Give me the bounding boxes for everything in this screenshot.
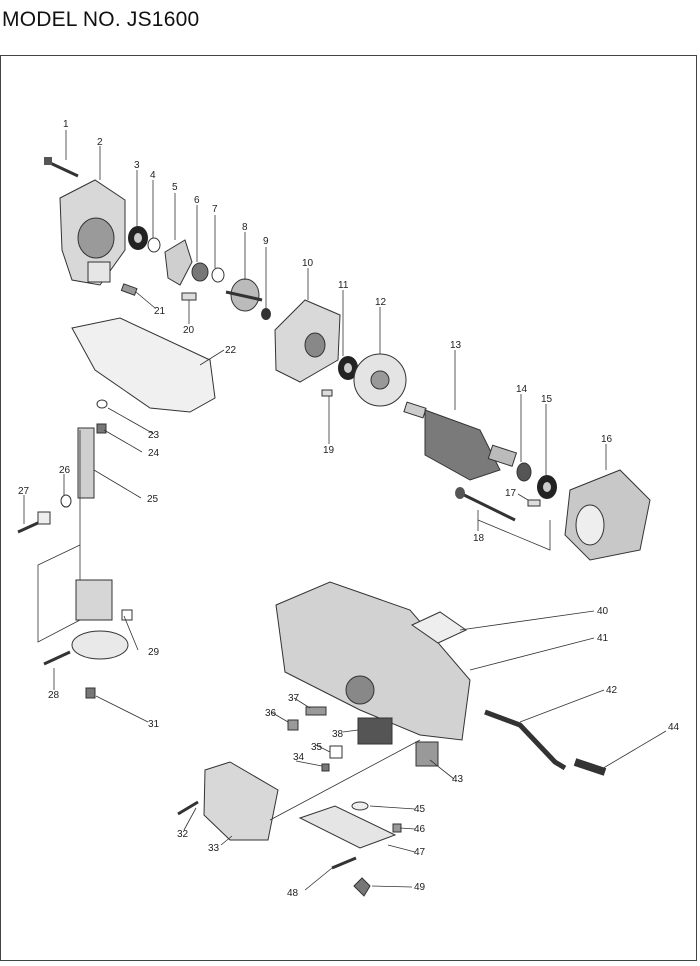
label-8: 8 [242,222,248,233]
part-15-ball-bearing [537,475,557,499]
part-45-washer [351,801,369,811]
label-40: 40 [597,606,609,617]
part-29-blade [71,579,133,660]
label-4: 4 [150,170,156,181]
part-40-label [410,611,468,644]
label-44: 44 [668,722,680,733]
label-12: 12 [375,297,387,308]
part-23-washer [96,399,108,409]
part-43-noise-suppressor [415,741,439,767]
label-35: 35 [311,742,323,753]
label-3: 3 [134,160,140,171]
label-15: 15 [541,394,553,405]
label-6: 6 [194,195,200,206]
part-46-nut [392,823,402,833]
part-36-nut [287,719,299,731]
part-16-field [564,469,651,561]
part-4-washer [147,237,161,253]
label-28: 28 [48,690,60,701]
label-29: 29 [148,647,160,658]
label-31: 31 [148,719,160,730]
part-22-base [71,317,216,413]
label-34: 34 [293,752,305,763]
label-38: 38 [332,729,344,740]
label-2: 2 [97,137,103,148]
part-21-set-screw [120,283,138,296]
label-36: 36 [265,708,277,719]
label-33: 33 [208,843,220,854]
part-9-washer [261,308,271,320]
label-26: 26 [59,465,71,476]
part-44-cord-guard [573,758,607,776]
part-38-switch [357,717,393,745]
label-42: 42 [606,685,618,696]
part-34-screw [321,763,330,772]
part-11-ball-bearing [338,356,358,380]
label-23: 23 [148,430,160,441]
part-8-spiral-gear [225,278,263,312]
part-37-screw [305,706,327,716]
label-41: 41 [597,633,609,644]
label-11: 11 [338,280,349,291]
part-49-lever [353,877,371,897]
part-1-screw [44,157,79,178]
label-37: 37 [288,693,300,704]
part-18-screw [455,487,516,522]
part-7-ring [211,267,225,283]
part-19-pin [321,389,333,397]
part-28-screw [43,650,71,666]
part-6-needle-bearing [191,262,209,282]
part-27-screw [17,511,51,534]
label-16: 16 [601,434,613,445]
label-18: 18 [473,533,485,544]
part-26-washer [60,494,72,508]
label-19: 19 [323,445,335,456]
label-17: 17 [505,488,517,499]
part-31-set-screw [85,687,96,699]
part-12-fan [353,353,407,407]
label-47: 47 [414,847,426,858]
label-5: 5 [172,182,178,193]
label-21: 21 [154,306,166,317]
part-20-pin [181,292,197,301]
label-46: 46 [414,824,426,835]
label-48: 48 [287,888,299,899]
label-22: 22 [225,345,237,356]
label-45: 45 [414,804,426,815]
part-number-labels: 1 2 3 4 5 6 7 8 9 10 11 12 13 14 15 16 1… [18,119,680,899]
part-32-screw [177,800,199,816]
part-motor-housing [275,581,471,741]
part-3-bearing [128,226,148,250]
part-2-gear-housing [59,179,126,286]
label-7: 7 [212,204,218,215]
label-49: 49 [414,882,426,893]
part-33-motor-housing-cover [203,761,279,841]
label-27: 27 [18,486,30,497]
label-13: 13 [450,340,462,351]
part-25-blade-holder [77,427,95,499]
part-10-bearing-box [274,299,341,383]
page-title: MODEL NO. JS1600 [2,8,200,31]
label-24: 24 [148,448,160,459]
part-35-clamp [329,745,343,759]
label-14: 14 [516,384,528,395]
label-32: 32 [177,829,189,840]
diagram-frame [0,55,697,961]
part-14-bearing [516,462,532,482]
part-17-pin [527,499,541,507]
label-43: 43 [452,774,464,785]
label-9: 9 [263,236,269,247]
label-1: 1 [63,119,69,130]
part-48-screw [331,856,357,870]
label-10: 10 [302,258,314,269]
part-5-crank [164,239,193,286]
part-47-plate [298,805,397,849]
part-13-armature [403,401,518,481]
leader-lines [23,130,667,891]
label-25: 25 [147,494,159,505]
label-20: 20 [183,325,195,336]
part-42-cord [484,709,567,771]
part-24-screw [96,423,107,434]
